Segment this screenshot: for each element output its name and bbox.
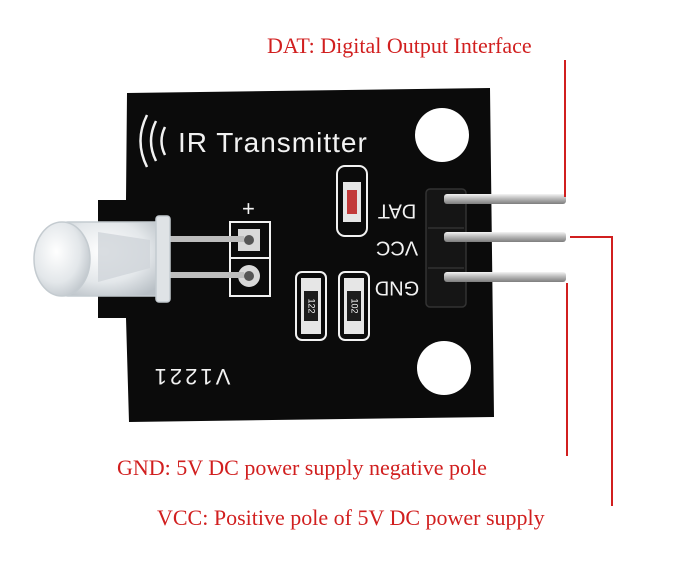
pin-header-housing — [425, 188, 467, 308]
resistor-r1-label: 122 — [307, 298, 317, 313]
callout-dat: DAT: Digital Output Interface — [267, 33, 532, 58]
resistor-r1: 122 — [295, 271, 327, 341]
resistor-r2-label: 102 — [350, 298, 360, 313]
resistor-r2: 102 — [338, 271, 370, 341]
pin-label-vcc: VCC — [376, 237, 418, 259]
mounting-hole-bottom — [417, 341, 471, 395]
led-lead-2 — [160, 272, 244, 278]
callout-vcc: VCC: Positive pole of 5V DC power supply — [157, 505, 545, 530]
pin-vcc — [444, 232, 566, 242]
led-pad-hole-1 — [244, 235, 254, 245]
led-pad-hole-2 — [244, 271, 254, 281]
wave-icon — [139, 114, 167, 168]
pin-gnd — [444, 272, 566, 282]
mounting-hole-top — [415, 108, 469, 162]
smd-led — [336, 165, 368, 237]
board-title: IR Transmitter — [178, 127, 368, 158]
ir-led — [33, 215, 171, 303]
pin-label-gnd: GND — [375, 277, 419, 299]
pcb-board — [98, 88, 494, 422]
led-lead-1 — [160, 236, 244, 242]
part-number: V1221 — [152, 364, 231, 389]
pin-label-dat: DAT — [378, 200, 417, 222]
vcc-leader-line — [570, 236, 613, 506]
callout-gnd: GND: 5V DC power supply negative pole — [117, 455, 487, 480]
plus-label: + — [242, 196, 255, 221]
pin-dat — [444, 194, 566, 204]
